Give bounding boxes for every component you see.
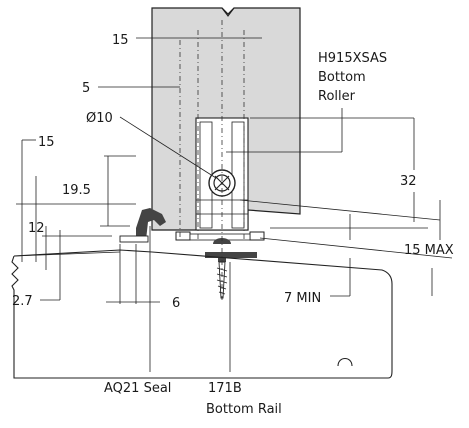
floor-notch <box>337 357 353 367</box>
dim-15-max: 15 MAX <box>404 243 454 258</box>
roller-code-label: H915XSAS <box>318 51 387 66</box>
break-mark-top <box>221 7 235 17</box>
dim-6: 6 <box>172 296 180 311</box>
centre-lines <box>179 20 245 300</box>
dim-32: 32 <box>400 174 417 189</box>
dim-2-7: 2.7 <box>12 294 33 309</box>
dim-5: 5 <box>82 81 90 96</box>
rail-word-label: Bottom Rail <box>206 402 282 417</box>
roller-word2-label: Roller <box>318 89 356 104</box>
drawing-labels: 15 5 Ø10 15 19.5 12 2.7 6 32 15 MAX 7 MI… <box>12 33 454 417</box>
floor-threshold <box>11 249 393 379</box>
seal-label: AQ21 Seal <box>104 381 171 396</box>
dim-diameter-10: Ø10 <box>86 111 113 126</box>
dim-12: 12 <box>28 221 45 236</box>
dim-15-left: 15 <box>38 135 55 150</box>
rail-code-label: 171B <box>208 381 242 396</box>
dimension-lines <box>16 37 453 372</box>
dim-7-min: 7 MIN <box>284 291 321 306</box>
aq21-seal-part <box>119 208 166 243</box>
dim-15-top: 15 <box>112 33 129 48</box>
bottom-rail-part <box>205 238 257 299</box>
roller-housing <box>175 117 265 241</box>
roller-word1-label: Bottom <box>318 70 366 85</box>
dim-19-5: 19.5 <box>62 183 91 198</box>
